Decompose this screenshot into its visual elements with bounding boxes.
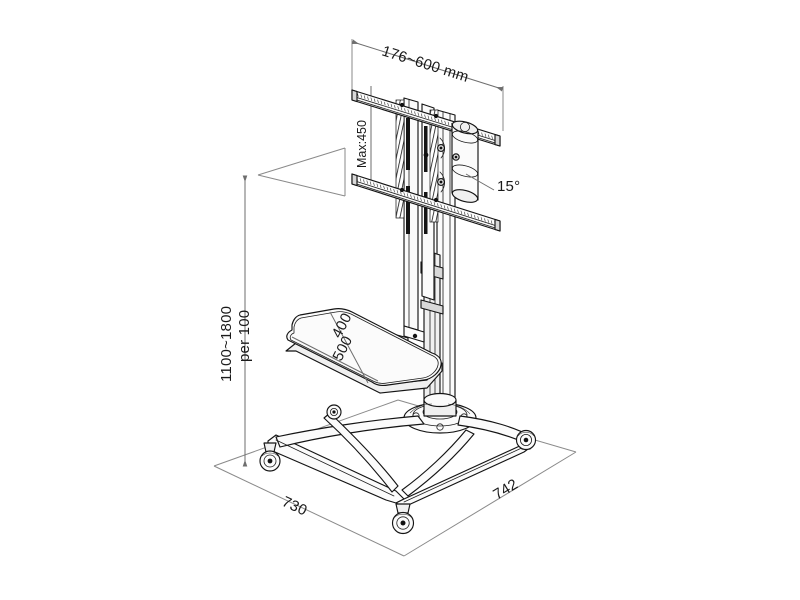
equipment-shelf: 400 500	[285, 308, 443, 394]
bracket-slot-lower	[406, 186, 410, 234]
threaded-adjustment-rods	[395, 99, 439, 223]
caster-rear-left	[259, 442, 281, 472]
column-height-dimension: 1100~1800 per 100	[218, 175, 253, 467]
bottom-mounting-rail	[351, 173, 501, 232]
tilt-angle-label: 15°	[497, 178, 520, 195]
column-height-label-line2: per 100	[236, 310, 253, 362]
bracket-slot-right-upper	[424, 126, 428, 172]
column-height-label-line1: 1100~1800	[218, 306, 235, 382]
rail-screw-top-right	[433, 113, 439, 119]
rail-screw-bottom-left	[399, 187, 405, 193]
caster-front-left	[391, 503, 415, 535]
rail-screw-bottom-right	[433, 197, 439, 203]
pivot-bore	[459, 122, 470, 133]
rail-screw-top-left	[399, 102, 405, 108]
shelf-depth-dimension-line	[329, 311, 369, 384]
caster-rear-right	[326, 404, 342, 420]
upper-perspective-guides	[257, 147, 346, 197]
tilt-angle-callout: 15°	[465, 173, 520, 195]
rail-height-label: Max:450	[355, 120, 369, 168]
pivot-cap-bottom	[451, 189, 479, 203]
tilt-mechanism-hardware	[423, 137, 446, 193]
bracket-slot-upper	[406, 118, 410, 170]
caster-front-right	[515, 429, 537, 451]
tilt-pin	[423, 152, 429, 158]
tilt-pivot-cylinder	[451, 120, 479, 203]
shelf-width-dimension-line	[291, 336, 379, 382]
thread-rod-right	[429, 109, 439, 223]
bracket-slot-right-lower	[424, 192, 428, 234]
thread-rod-left	[395, 99, 405, 219]
rail-width-dimension-line	[351, 39, 504, 92]
base-bolt-front	[436, 423, 444, 431]
tilt-angle-leader-line	[465, 173, 495, 191]
shelf-bracket-bolt	[412, 333, 418, 339]
